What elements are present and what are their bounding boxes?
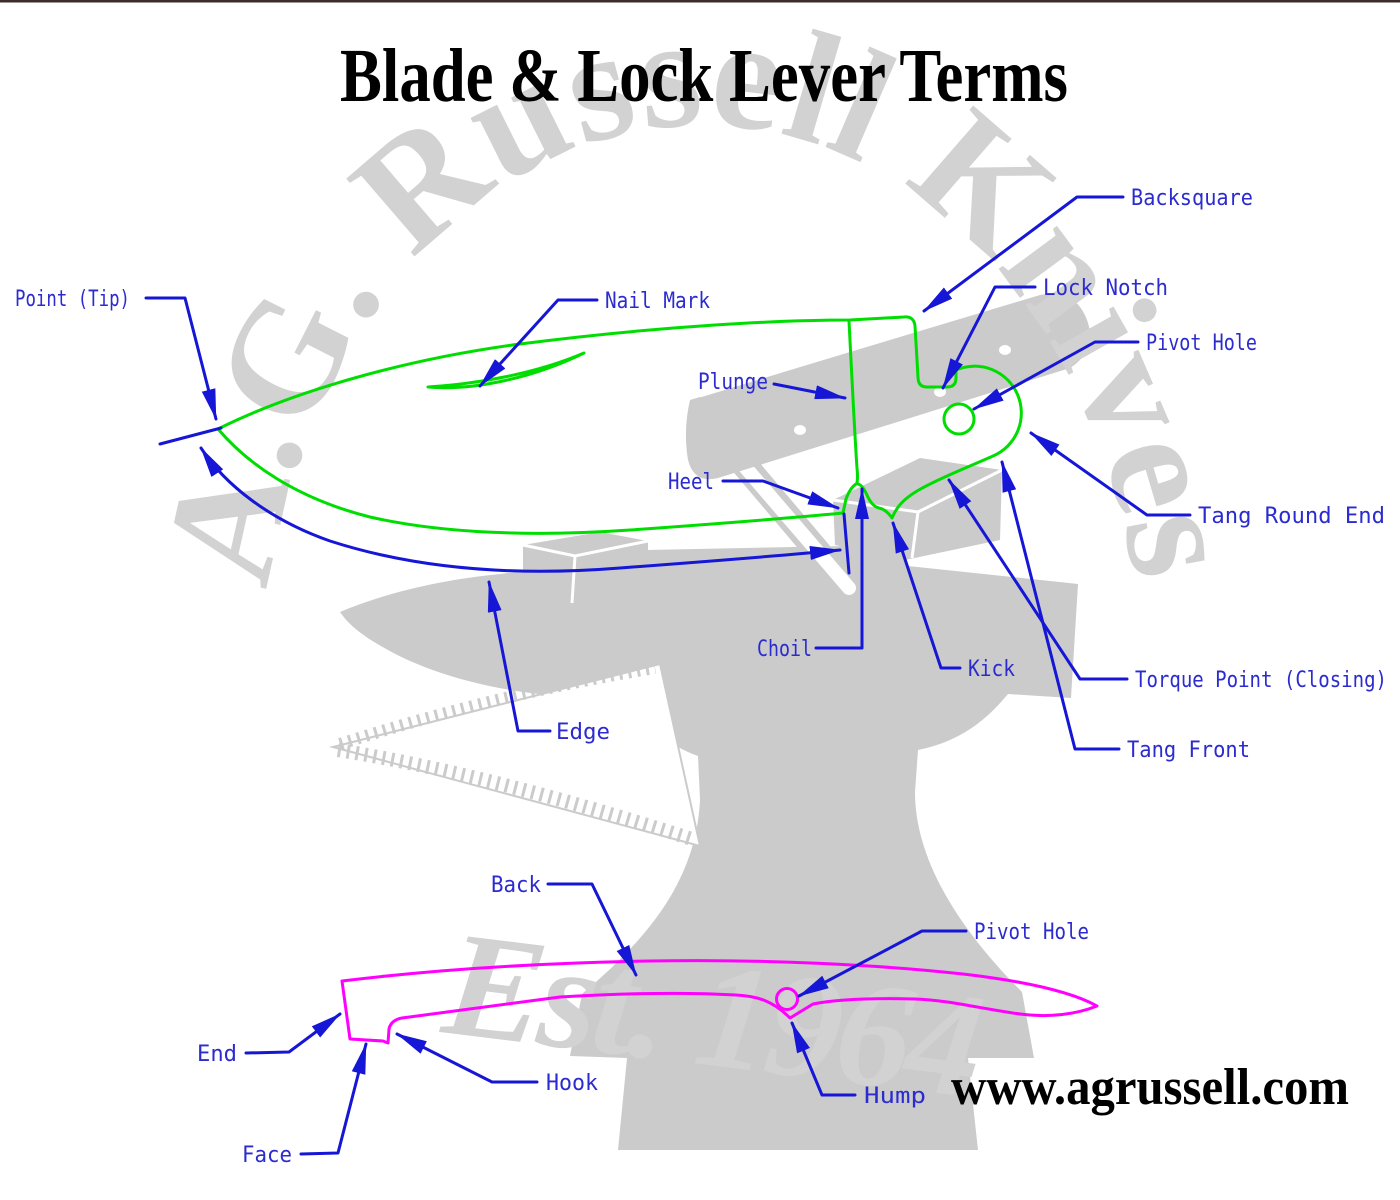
back-leader xyxy=(546,882,638,977)
label-backsquare: Backsquare xyxy=(1131,186,1253,211)
label-plunge: Plunge xyxy=(698,370,768,395)
blade-labels: Point (Tip) Nail Mark Plunge Heel Choil … xyxy=(15,186,1387,763)
pivot-hole-leader xyxy=(972,340,1140,411)
tang-front-leader xyxy=(1000,460,1121,751)
label-face: Face xyxy=(242,1143,292,1168)
edge-extent-arrow xyxy=(199,446,842,573)
end-leader xyxy=(244,1012,342,1055)
watermark-knife-blade-icon xyxy=(329,662,702,848)
label-pivot-hole: Pivot Hole xyxy=(1146,331,1257,356)
tip-extension-line xyxy=(158,426,223,446)
tang-round-end-leader xyxy=(1029,431,1192,517)
heel-extension-line xyxy=(842,512,851,575)
label-torque-point: Torque Point (Closing) xyxy=(1135,668,1387,693)
lever-leaders xyxy=(244,882,968,1156)
plunge-line xyxy=(847,319,859,485)
label-hook: Hook xyxy=(546,1071,598,1096)
nail-mark-leader xyxy=(478,298,599,388)
label-kick: Kick xyxy=(968,657,1015,682)
label-choil: Choil xyxy=(757,637,812,662)
heel-leader xyxy=(721,479,840,510)
website-url: www.agrussell.com xyxy=(951,1059,1349,1116)
label-tang-round-end: Tang Round End xyxy=(1198,504,1385,529)
label-heel: Heel xyxy=(668,470,714,495)
label-point-tip: Point (Tip) xyxy=(15,287,130,312)
lock-notch-leader xyxy=(941,285,1037,390)
torque-point-leader xyxy=(947,478,1129,681)
blade-pivot-hole-circle xyxy=(942,402,976,436)
watermark-knife-handle-icon xyxy=(685,293,1091,480)
point-tip-leader xyxy=(144,296,218,421)
label-lever-pivot-hole: Pivot Hole xyxy=(974,920,1089,945)
face-leader xyxy=(299,1042,368,1156)
lock-lever-drawing xyxy=(340,959,1099,1045)
plunge-leader xyxy=(772,382,847,400)
kick-leader xyxy=(891,521,962,670)
watermark-blade-hatch-bottom xyxy=(336,743,698,847)
page-title: Blade & Lock Lever Terms xyxy=(340,34,1068,118)
label-tang-front: Tang Front xyxy=(1127,738,1250,763)
top-border xyxy=(0,0,1400,3)
blade-leaders xyxy=(144,195,1192,751)
hook-leader xyxy=(395,1032,539,1084)
watermark-rivet-icon xyxy=(856,443,868,453)
watermark-logo: A.G. Russell Knives Est. 1964 xyxy=(129,0,1271,1150)
label-edge: Edge xyxy=(556,720,610,745)
watermark-rivet-icon xyxy=(999,345,1011,355)
label-lock-notch: Lock Notch xyxy=(1043,276,1168,301)
lever-outline xyxy=(340,959,1099,1045)
edge-dimension xyxy=(158,426,851,575)
label-end: End xyxy=(197,1042,237,1067)
nail-mark-shape xyxy=(426,351,586,390)
label-back: Back xyxy=(491,873,541,898)
choil-leader xyxy=(814,487,869,650)
label-hump: Hump xyxy=(864,1084,926,1109)
watermark-rivet-icon xyxy=(794,425,806,435)
hump-leader xyxy=(790,1021,857,1097)
lever-pivot-hole-circle xyxy=(775,987,799,1011)
lever-pivot-hole-leader xyxy=(797,929,968,998)
backsquare-leader xyxy=(922,195,1125,313)
label-nail-mark: Nail Mark xyxy=(605,289,710,314)
lever-labels: Back Pivot Hole End Hook Face Hump xyxy=(197,873,1089,1168)
edge-leader xyxy=(487,580,552,733)
